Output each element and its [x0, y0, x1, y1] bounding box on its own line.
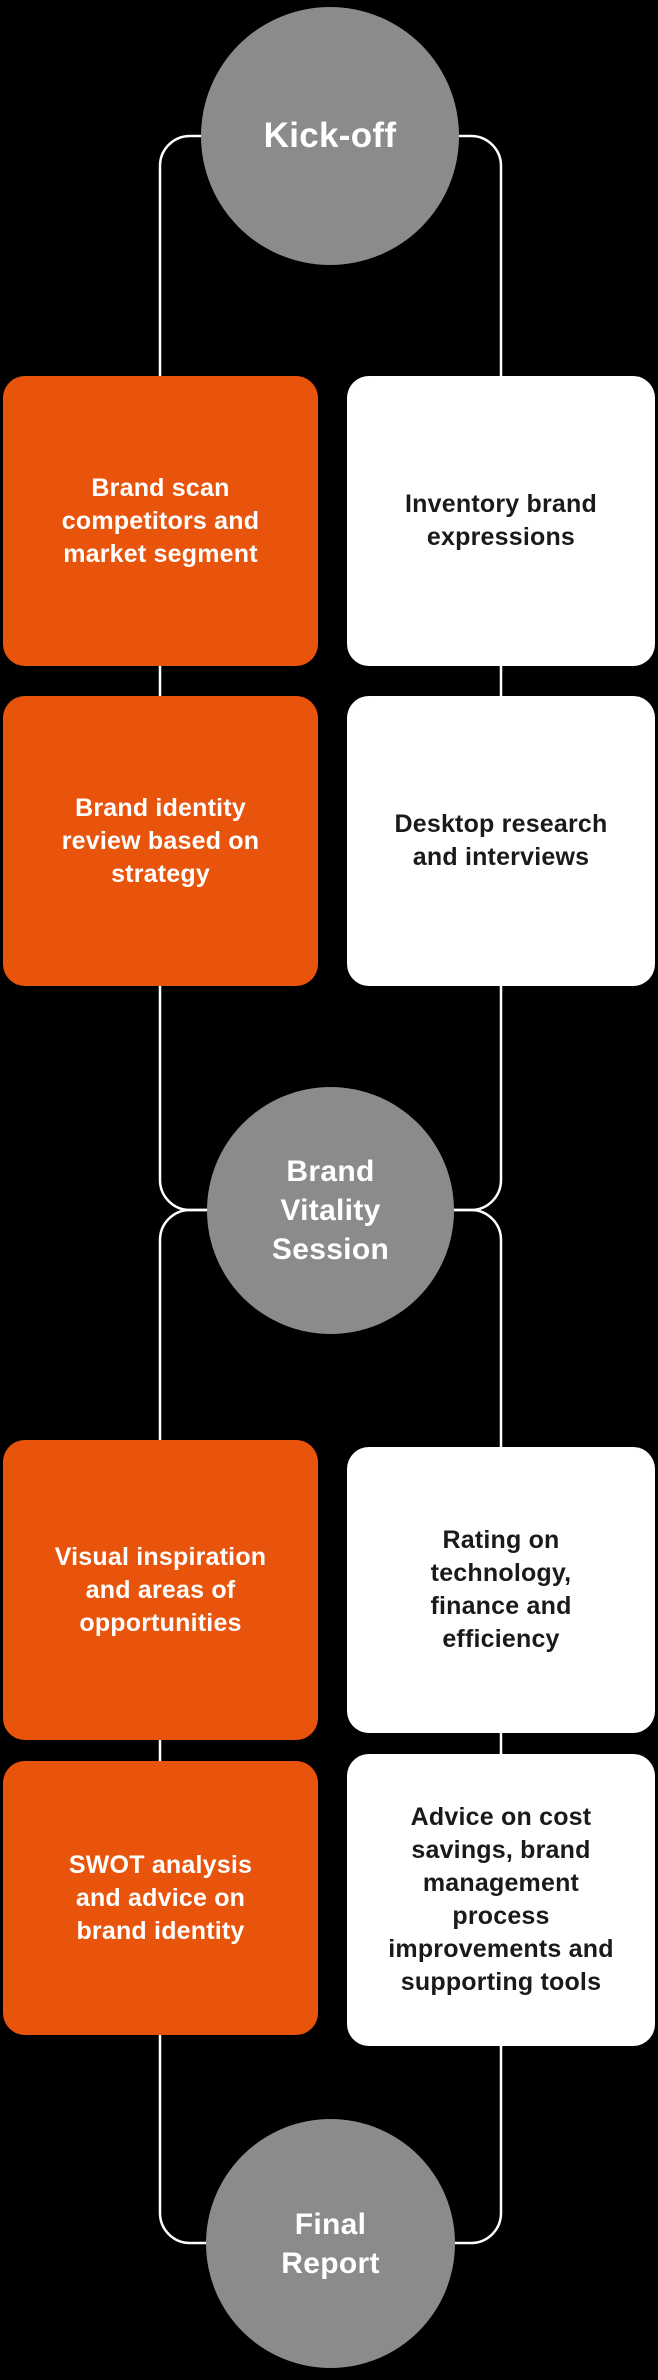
- step-brand-scan: Brand scan competitors and market segmen…: [3, 376, 318, 666]
- step-rating-technology-finance: Rating on technology, finance and effici…: [347, 1447, 655, 1733]
- milestone-brand-vitality-session: Brand Vitality Session: [207, 1087, 454, 1334]
- step-inventory-brand-expressions: Inventory brand expressions: [347, 376, 655, 666]
- step-advice-cost-savings: Advice on cost savings, brand management…: [347, 1754, 655, 2046]
- step-swot-analysis: SWOT analysis and advice on brand identi…: [3, 1761, 318, 2035]
- step-visual-inspiration: Visual inspiration and areas of opportun…: [3, 1440, 318, 1740]
- step-desktop-research: Desktop research and interviews: [347, 696, 655, 986]
- step-brand-identity-review: Brand identity review based on strategy: [3, 696, 318, 986]
- connector-phase1: [158, 134, 503, 1212]
- milestone-kickoff: Kick-off: [201, 7, 459, 265]
- milestone-final-report: Final Report: [206, 2119, 455, 2368]
